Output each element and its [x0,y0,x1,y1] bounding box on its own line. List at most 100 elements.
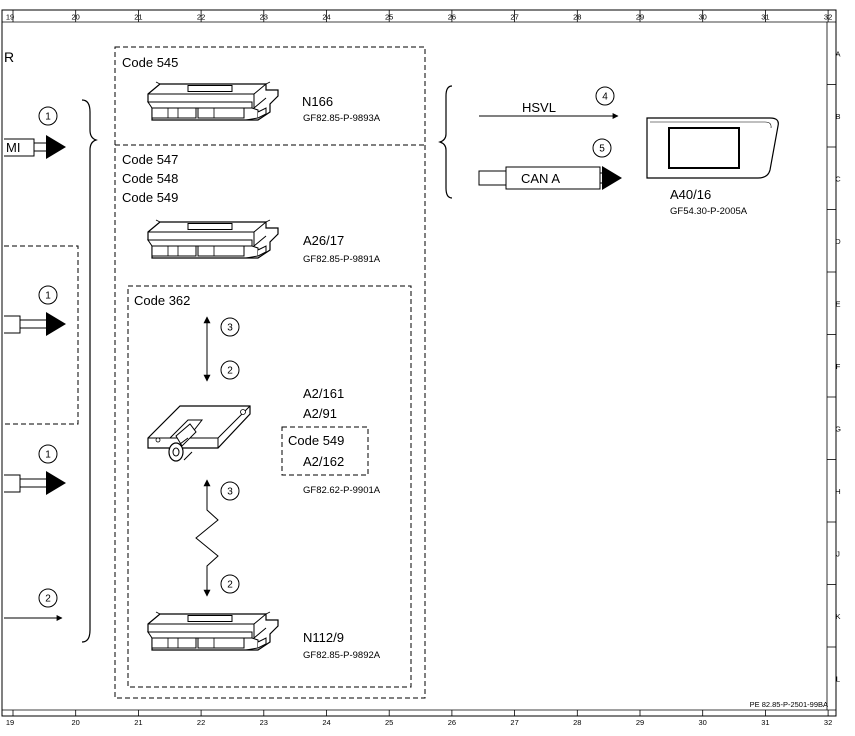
column-label: 28 [573,13,581,22]
column-label: 23 [260,13,268,22]
component-id: N112/9 [303,630,344,645]
outer-dashed-group [114,46,426,699]
column-label: 22 [197,13,205,22]
row-dividers [827,84,836,648]
hsvl-label: HSVL [522,100,556,115]
component-ref: GF54.30-P-2005A [670,206,748,217]
connection-number-badge [220,574,240,594]
svg-text:2: 2 [227,366,233,377]
group-title-line: Code 549 [122,190,178,205]
svg-text:1: 1 [45,291,51,302]
can-a-label: CAN A [521,171,560,186]
left-brace [81,99,98,643]
svg-text:2: 2 [227,580,233,591]
group-title-line: Code 548 [122,171,178,186]
a40-16-display-image [646,117,779,179]
svg-text:2: 2 [45,594,51,605]
connection-number-badge [592,138,612,158]
n112-9-module-image [147,611,279,651]
right-connections: HSVL 4 CAN A 5 A40/16 GF54.30-P-2005A [438,85,779,217]
column-label: 29 [636,718,644,727]
column-labels: 1919202021212222232324242525262627272828… [6,13,832,728]
column-dividers [12,10,829,716]
row-label: G [835,424,841,433]
column-label: 23 [260,718,268,727]
drawing-frame [1,9,837,717]
svg-text:1: 1 [45,112,51,123]
column-label: 25 [385,718,393,727]
row-label: H [835,487,840,496]
svg-text:1: 1 [45,450,51,461]
column-label: 32 [824,13,832,22]
column-label: 19 [6,13,14,22]
column-label: 26 [448,718,456,727]
code-362-group: Code 362 3 2 A2/161 A2/91 Code 549 A2/16… [134,293,381,661]
column-label: 29 [636,13,644,22]
code-547-group: Code 547 Code 548 Code 549 A26/17 GF82.8… [122,152,381,265]
group-title-line: Code 547 [122,152,178,167]
component-id: N166 [302,94,333,109]
code-545-group: Code 545 N166 GF82.85-P-9893A [122,55,381,124]
row-label: K [835,612,840,621]
connection-number-badge [220,481,240,501]
column-label: 25 [385,13,393,22]
column-label: 30 [699,718,707,727]
column-label: 28 [573,718,581,727]
column-label: 20 [72,718,80,727]
svg-text:3: 3 [227,487,233,498]
column-label: 31 [761,718,769,727]
column-label: 27 [510,718,518,727]
n166-module-image [147,81,279,121]
group-title: Code 362 [134,293,190,308]
component-ref: GF82.62-P-9901A [303,485,381,496]
row-label: E [835,299,840,308]
code-362-dashed-group [127,285,412,688]
component-id: A26/17 [303,233,344,248]
component-id: A2/162 [303,454,344,469]
left-arrow-1: MI 1 [4,106,66,159]
component-id: A2/91 [303,406,337,421]
connection-number-badge [220,317,240,337]
zigzag-bidirectional-arrow [195,479,219,597]
svg-text:4: 4 [602,92,608,103]
component-ref: GF82.85-P-9892A [303,650,381,661]
can-a-bus: CAN A [478,166,622,190]
column-label: 21 [134,718,142,727]
component-ref: GF82.85-P-9893A [303,113,381,124]
column-label: 31 [761,13,769,22]
column-label: 20 [72,13,80,22]
component-id: A2/161 [303,386,344,401]
a2-sensor-image [147,405,251,462]
document-reference: PE 82.85-P-2501-99BA [750,700,828,709]
a26-17-module-image [147,219,279,259]
column-label: 27 [510,13,518,22]
left-arrow-3: 1 [4,444,66,495]
right-brace [438,85,453,199]
svg-text:3: 3 [227,323,233,334]
row-label: L [836,674,840,683]
connection-number-badge [595,86,615,106]
column-label: 21 [134,13,142,22]
partial-connector-label: MI [6,140,20,155]
column-label: 24 [322,718,330,727]
group-title: Code 549 [288,433,344,448]
connection-number-badge [220,360,240,380]
connection-number-badge [38,444,58,464]
connection-number-badge [38,588,58,608]
column-label: 19 [6,718,14,727]
column-label: 32 [824,718,832,727]
row-label: D [835,237,841,246]
code-549-dashed-box [281,426,369,476]
row-label: F [836,362,841,371]
left-arrow-2: 1 [4,285,66,336]
row-label: A [835,49,840,58]
left-edge: R MI 1 1 1 [4,49,98,643]
connection-number-badge [38,106,58,126]
left-dashed-group [4,245,79,425]
left-arrow-4: 2 [4,588,63,621]
column-label: 30 [699,13,707,22]
partial-character: R [4,49,14,65]
connection-number-badge [38,285,58,305]
